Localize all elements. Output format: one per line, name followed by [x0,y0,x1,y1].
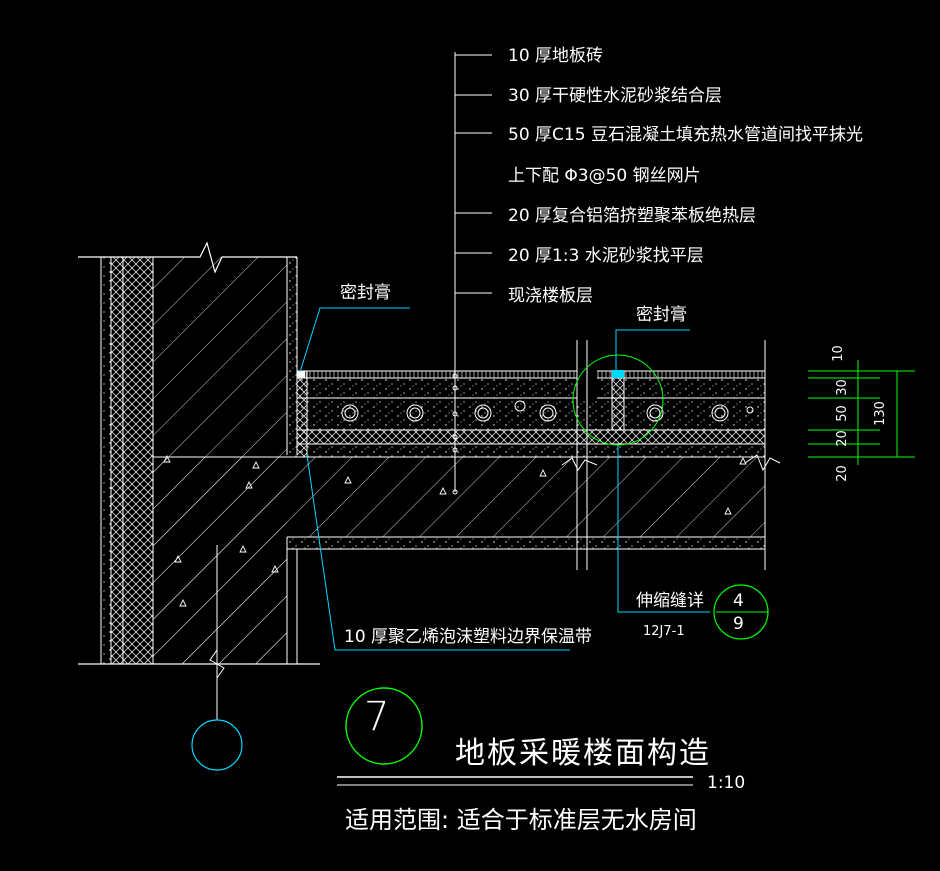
detail-number-bubble [345,687,423,765]
note-leveling: 20 厚1:3 水泥砂浆找平层 [508,246,704,266]
cyan-leaders [299,307,710,651]
reference-book-label: 12J7-1 [643,624,685,639]
detail-number: 7 [364,694,390,740]
reference-number-bottom: 9 [733,614,744,634]
scope-note: 适用范围: 适合于标准层无水房间 [345,806,697,834]
note-concrete-fill: 50 厚C15 豆石混凝土填充热水管道间找平抹光 [508,125,863,145]
axis-bubble [191,545,243,771]
drawing-title: 地板采暖楼面构造 [455,736,711,771]
note-tile: 10 厚地板砖 [508,46,604,66]
edge-strip [297,371,308,457]
dimension-chain [808,360,915,465]
note-slab: 现浇楼板层 [508,286,593,306]
floor-slab [153,454,765,664]
dim-total: 130 [872,401,888,426]
dim-50: 50 [834,405,850,422]
dim-20-b: 20 [834,465,850,482]
dim-30: 30 [834,379,850,396]
edge-strip-label: 10 厚聚乙烯泡沫塑料边界保温带 [344,627,593,647]
break-line-top [78,241,297,274]
note-leaders [452,52,492,495]
sealant-right-label: 密封膏 [636,305,687,325]
wall-plaster [101,257,111,664]
expansion-joint-label: 伸缩缝详 [636,591,704,611]
dim-20-a: 20 [834,430,850,447]
reference-number-top: 4 [733,591,744,611]
layer-pipe-fill [297,398,765,430]
layer-mortar [297,378,765,398]
wall-insulation [111,257,123,664]
layer-tile [297,371,577,378]
layer-insulation [297,430,765,444]
expansion-joint [561,340,781,570]
layer-leveling [297,444,765,457]
sealant-left-label: 密封膏 [340,283,391,303]
note-insulation: 20 厚复合铝箔挤塑聚苯板绝热层 [508,206,757,226]
note-mortar: 30 厚干硬性水泥砂浆结合层 [508,86,723,106]
heating-pipes [341,400,754,422]
wall-insulation-2 [123,257,153,664]
dim-10: 10 [830,345,846,362]
drawing-scale: 1:10 [707,773,746,793]
note-mesh: 上下配 Φ3@50 钢丝网片 [508,166,701,186]
floor-layers [297,370,765,457]
